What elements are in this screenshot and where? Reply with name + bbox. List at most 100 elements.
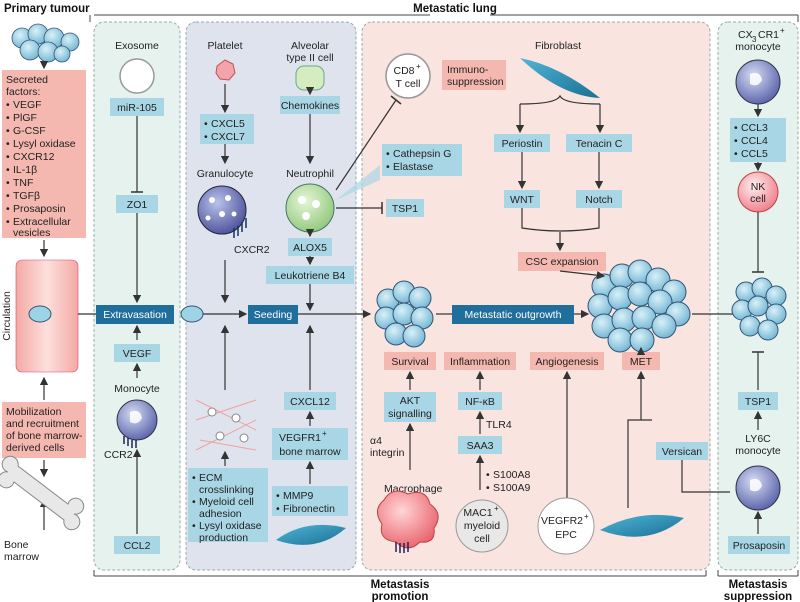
alveolar-label-1: Alveolar (291, 40, 329, 52)
mobilization-line-4: derived cells (6, 442, 64, 454)
svg-text:•: • (276, 503, 280, 515)
svg-text:•: • (192, 496, 196, 508)
cx3cr1-monocyte-label: monocyte (735, 41, 781, 53)
svg-text:adhesion: adhesion (199, 508, 242, 520)
mir105-box (110, 98, 164, 116)
ccl4-label: CCL4 (741, 135, 768, 147)
neutrophil-icon (285, 183, 335, 233)
svg-text:•: • (6, 216, 10, 228)
vegfr1-label: VEGFR1 (279, 432, 321, 444)
inflammation-box (444, 352, 516, 370)
tsp1-box-suppression (738, 392, 778, 410)
svg-text:•: • (734, 148, 738, 160)
tsp1-box-lung (386, 199, 424, 217)
notch-box (576, 190, 622, 208)
versican-box (656, 442, 708, 460)
svg-text:ECM: ECM (199, 472, 222, 484)
extravasation-box (96, 305, 174, 324)
svg-text:IL-1β: IL-1β (13, 164, 37, 176)
svg-text:PlGF: PlGF (13, 112, 37, 124)
footer-promotion-2: promotion (372, 591, 429, 602)
cx3cr1-sup: + (780, 26, 785, 35)
cxcl5-label: CXCL5 (211, 118, 245, 130)
exosome-icon (119, 58, 155, 94)
zo1-box (116, 195, 158, 213)
akt-label-2: signalling (388, 408, 432, 420)
svg-text:•: • (386, 161, 390, 173)
mmp9-label: MMP9 (283, 490, 313, 502)
bone-icon (0, 455, 85, 531)
alox5-label: ALOX5 (293, 242, 327, 254)
neutrophil-label: Neutrophil (286, 168, 334, 180)
ccl5-label: CCL5 (741, 148, 768, 160)
svg-text:Myeloid cell: Myeloid cell (199, 496, 254, 508)
svg-text:•: • (386, 148, 390, 160)
mmp9-fibronectin-box (272, 486, 348, 516)
svg-text:VEGF: VEGF (13, 99, 42, 111)
svg-text:•: • (6, 190, 10, 202)
svg-text:TNF: TNF (13, 177, 33, 189)
platelet-icon (215, 59, 236, 81)
footer-promotion-1: Metastasis (371, 579, 430, 591)
tenacin-label: Tenacin C (576, 138, 623, 150)
svg-text:•: • (6, 138, 10, 150)
mir105-label: miR-105 (117, 102, 157, 114)
svg-text:Lysyl oxidase: Lysyl oxidase (199, 520, 262, 532)
granulocyte-label: Granulocyte (197, 168, 254, 180)
vegf-label: VEGF (123, 348, 152, 360)
fibroblast-label: Fibroblast (535, 40, 581, 52)
svg-text:•: • (192, 520, 196, 532)
svg-text:•: • (192, 472, 196, 484)
svg-text:•: • (6, 151, 10, 163)
secreted-factors-box (2, 70, 86, 238)
akt-box (384, 392, 436, 422)
notch-label: Notch (585, 194, 613, 206)
inflammation-label: Inflammation (450, 356, 510, 368)
ccl2-label: CCL2 (124, 540, 151, 552)
epc-label: EPC (555, 529, 577, 541)
a4-label-1: α4 (370, 435, 382, 447)
vegfr1-box (272, 428, 348, 460)
vegfr2-label: VEGFR2 (541, 515, 583, 527)
seeding-label: Seeding (254, 309, 293, 321)
ccr2-receptor-icon (123, 436, 137, 448)
mobilization-line-3: of bone marrow- (6, 430, 83, 442)
platelet-label: Platelet (207, 40, 242, 52)
vegfr2-sup: + (584, 512, 589, 521)
svg-text:TGFβ: TGFβ (13, 190, 40, 202)
footer-suppression-1: Metastasis (729, 579, 788, 591)
svg-text:•: • (6, 99, 10, 111)
cx3cr1-sub: 3 (752, 35, 757, 44)
extravasation-label: Extravasation (103, 309, 167, 321)
fibroblast-icon-bottom (600, 514, 684, 537)
macrophage-icon (377, 490, 439, 553)
svg-text:CXCR12: CXCR12 (13, 151, 55, 163)
chemokines-box (280, 96, 340, 114)
mobilization-line-1: Mobilization (6, 406, 62, 418)
svg-text:•: • (486, 482, 490, 494)
angiogenesis-label: Angiogenesis (535, 356, 598, 368)
s100a9-label: S100A9 (493, 482, 531, 494)
svg-text:•: • (734, 135, 738, 147)
csc-expansion-box (518, 252, 606, 271)
mac1-sup: + (494, 504, 499, 513)
immuno-label-1: Immuno- (447, 64, 489, 76)
svg-text:crosslinking: crosslinking (199, 484, 254, 496)
nfkb-label: NF-κB (465, 396, 495, 408)
mac1-myeloid-cell-icon (455, 499, 509, 553)
vegfr2-epc-icon (537, 497, 595, 555)
bone-marrow-label-1: Bone (4, 539, 29, 551)
tumour-cell-icon (180, 305, 204, 323)
elastase-label: Elastase (393, 161, 433, 173)
vegfr1-sup: + (322, 429, 327, 438)
metastatic-outgrowth-label: Metastatic outgrowth (465, 309, 562, 321)
svg-text:•: • (6, 125, 10, 137)
angiogenesis-box (530, 352, 604, 370)
t-cell-label: T cell (396, 78, 421, 90)
met-box (622, 352, 660, 370)
zo1-label: ZO1 (127, 199, 148, 211)
fibroblast-icon (520, 58, 600, 98)
circulation-label: Circulation (1, 291, 13, 341)
secreted-title-2: factors: (6, 86, 40, 98)
